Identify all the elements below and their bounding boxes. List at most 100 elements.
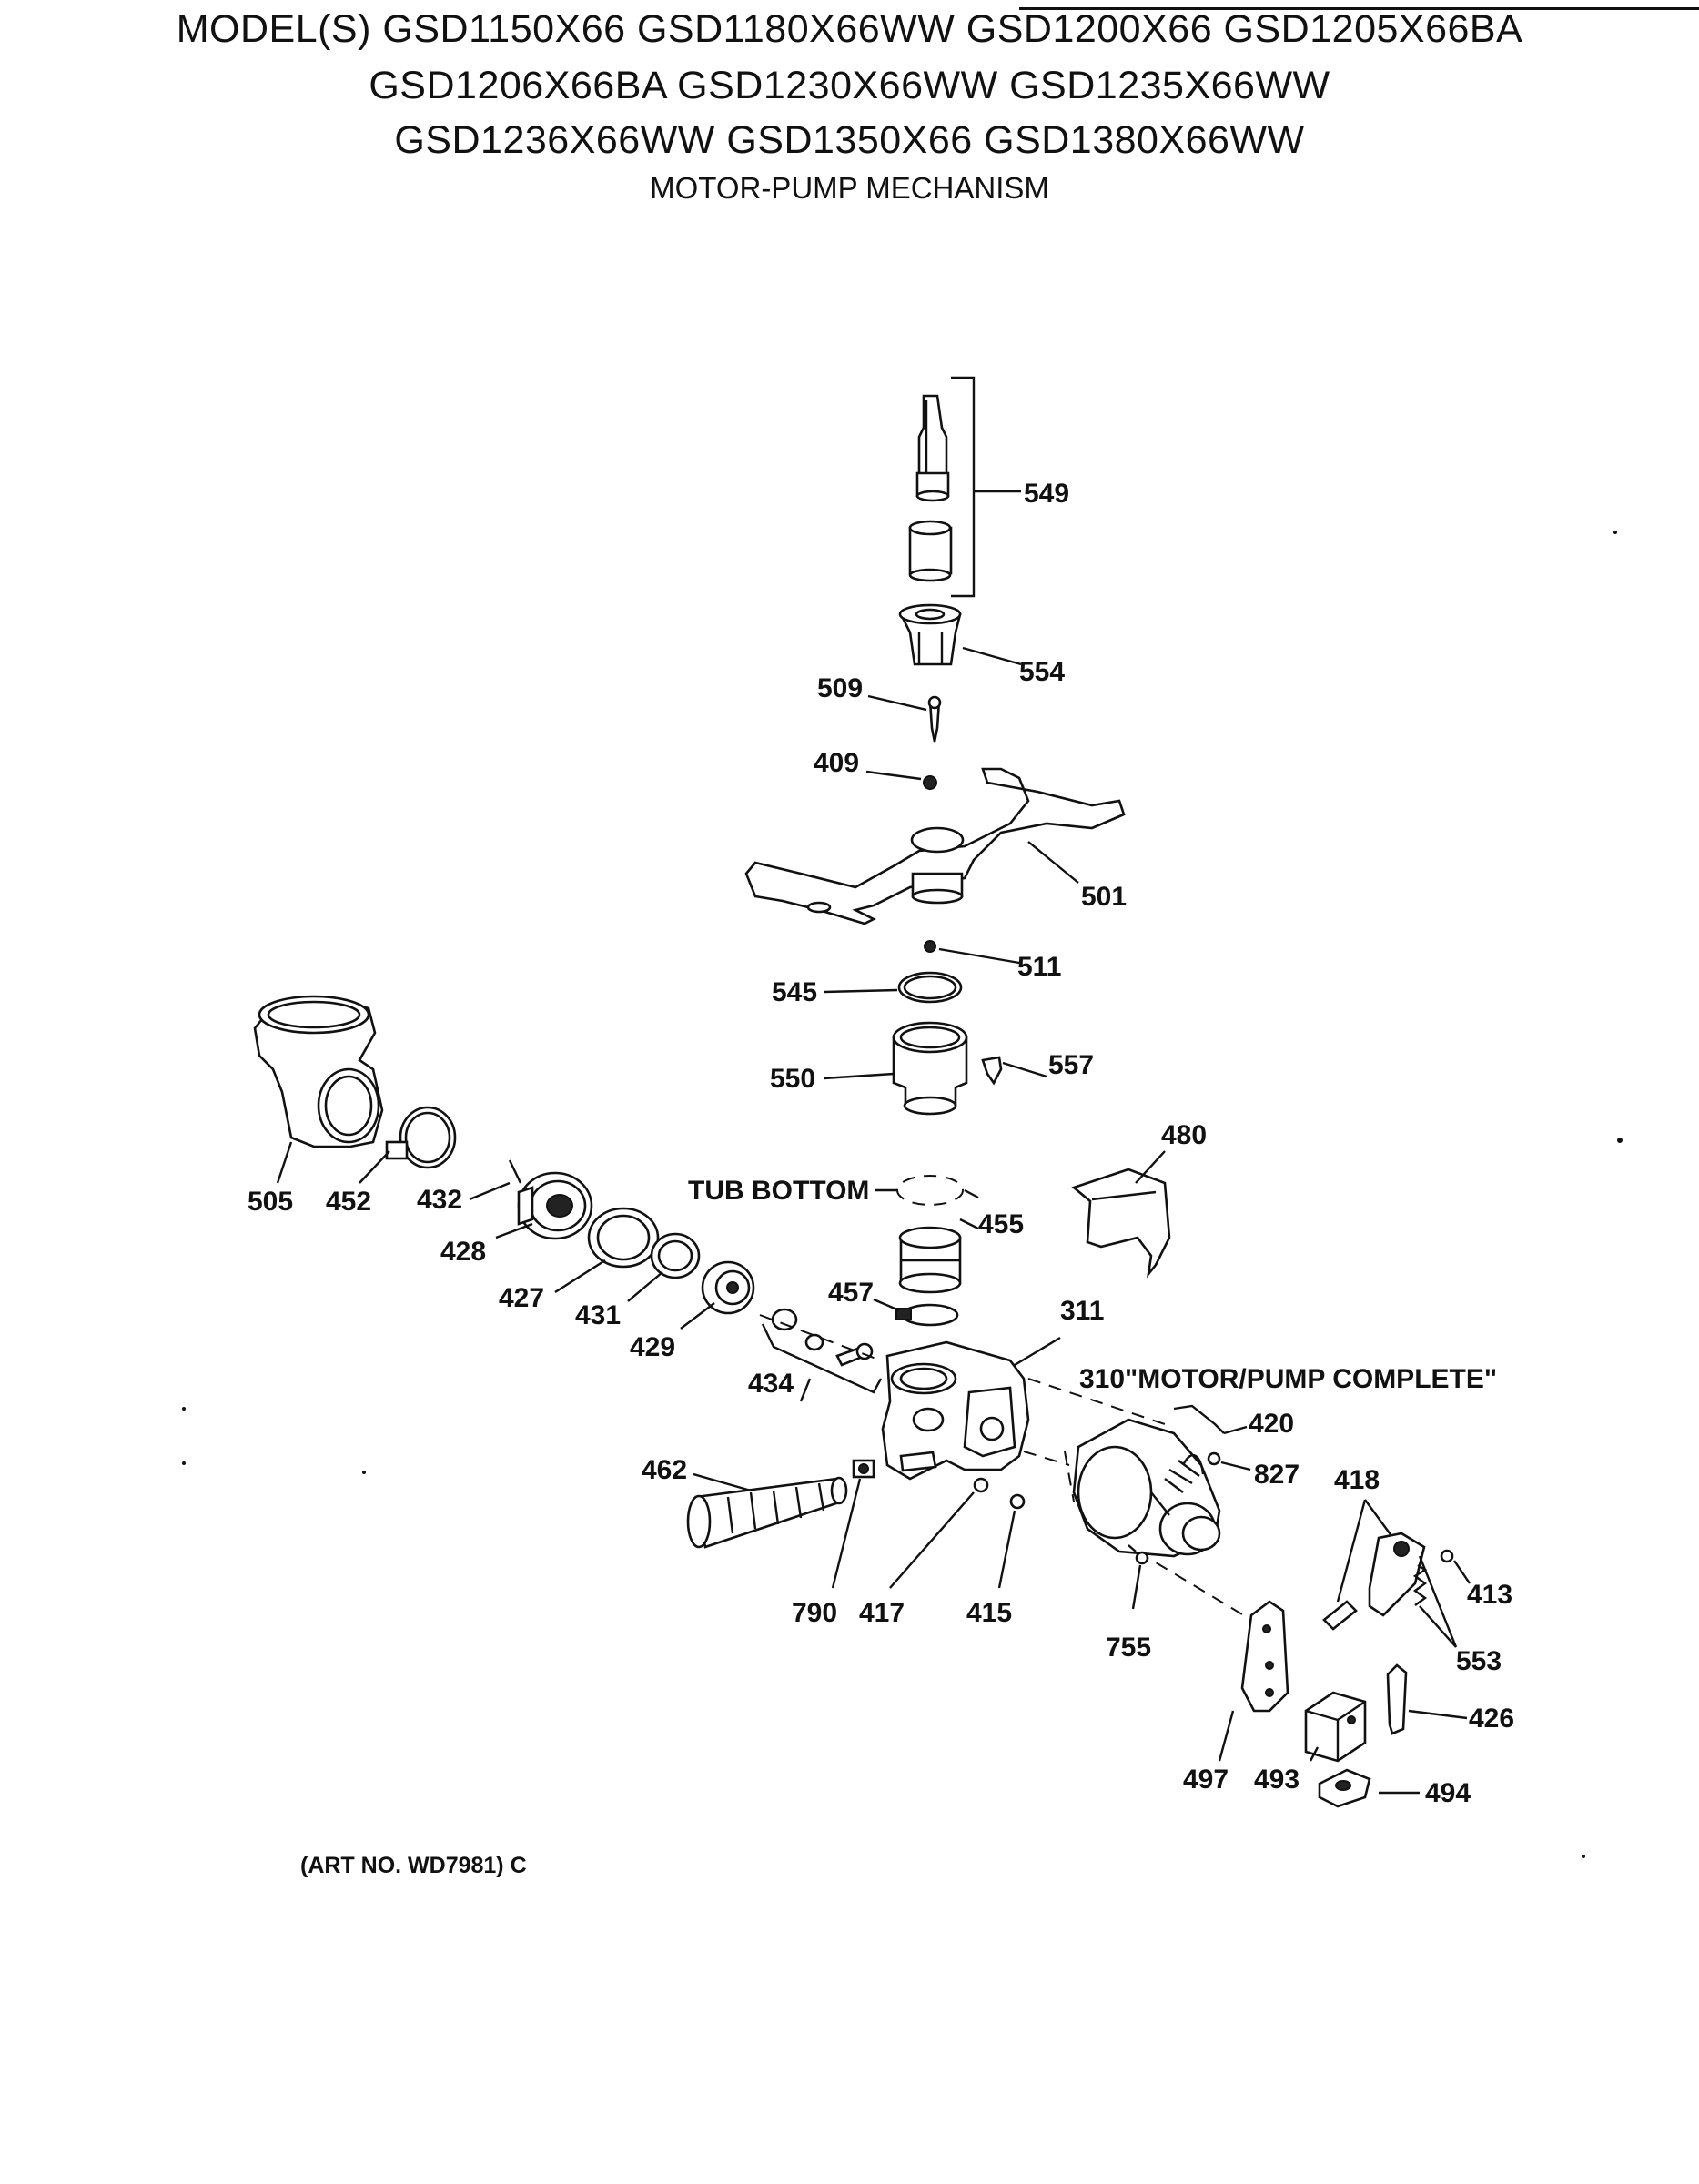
part-311-pump-housing	[881, 1340, 1030, 1481]
label-545: 545	[772, 977, 817, 1007]
assembly-line-2	[1023, 1451, 1070, 1466]
leader-457	[873, 1298, 900, 1312]
scan-speck	[362, 1471, 366, 1474]
part-493-switch-box	[1304, 1691, 1367, 1763]
part-413-screw	[1440, 1549, 1454, 1563]
label-429: 429	[630, 1332, 675, 1362]
leader-545	[824, 988, 898, 994]
part-509-screw	[927, 695, 942, 743]
label-417: 417	[859, 1598, 905, 1628]
part-426-bracket	[1386, 1663, 1408, 1735]
part-549-sleeve	[908, 520, 953, 582]
part-550-housing	[892, 1021, 968, 1116]
label-432: 432	[417, 1185, 462, 1215]
part-554-nut	[898, 603, 962, 666]
leader-511	[938, 947, 1020, 965]
label-550: 550	[770, 1064, 815, 1094]
leader-554	[962, 646, 1022, 666]
leader-429	[680, 1302, 715, 1330]
label-426: 426	[1469, 1704, 1514, 1734]
model-list-line-3: GSD1236X66WW GSD1350X66 GSD1380X66WW	[394, 118, 1305, 162]
label-505: 505	[248, 1187, 293, 1217]
part-409-nut	[923, 775, 937, 790]
label-549: 549	[1024, 479, 1069, 509]
leader-434	[799, 1378, 812, 1402]
label-434: 434	[748, 1369, 794, 1399]
assembly-line-1	[1027, 1378, 1166, 1425]
part-511-washer	[924, 940, 936, 953]
leader-418-a	[1336, 1499, 1367, 1603]
leader-790	[831, 1478, 862, 1589]
label-755: 755	[1106, 1633, 1151, 1663]
label-311: 311	[1060, 1296, 1104, 1326]
label-420: 420	[1249, 1409, 1294, 1439]
leader-415	[997, 1510, 1016, 1589]
leader-452	[359, 1150, 390, 1184]
label-509: 509	[817, 673, 863, 703]
label-428: 428	[440, 1237, 486, 1267]
leader-417	[889, 1491, 975, 1589]
label-tub-bottom: TUB BOTTOM	[688, 1176, 869, 1206]
header-rule	[1019, 7, 1699, 10]
assembly-line-4	[1064, 1451, 1075, 1502]
label-480: 480	[1161, 1120, 1207, 1150]
part-431-seal	[650, 1232, 701, 1279]
leader-428	[495, 1222, 533, 1239]
part-429-cover	[701, 1260, 755, 1315]
model-list-line-2: GSD1206X66BA GSD1230X66WW GSD1235X66WW	[369, 64, 1330, 107]
scan-speck	[1582, 1855, 1585, 1858]
leader-493	[1309, 1746, 1320, 1762]
part-462-drain-hose	[686, 1476, 848, 1549]
label-553: 553	[1456, 1646, 1502, 1676]
part-455-sleeve	[898, 1226, 962, 1294]
part-417-washer	[973, 1477, 989, 1493]
label-418: 418	[1334, 1465, 1380, 1495]
label-457: 457	[828, 1278, 874, 1308]
label-409: 409	[814, 748, 859, 778]
part-427-gasket	[587, 1207, 660, 1269]
tub-bottom-tick	[964, 1188, 979, 1199]
leader-413	[1453, 1560, 1471, 1584]
part-501-spray-arm	[744, 767, 1126, 925]
leader-497	[1218, 1710, 1235, 1762]
model-list-line-1: MODEL(S) GSD1150X66 GSD1180X66WW GSD1200…	[176, 7, 1523, 51]
bracket-434	[761, 1323, 883, 1394]
part-557-clip	[981, 1056, 1003, 1086]
label-501: 501	[1081, 882, 1127, 912]
label-452: 452	[326, 1187, 371, 1217]
part-420-wire	[1173, 1404, 1225, 1434]
leader-553-b	[1418, 1555, 1458, 1648]
label-494: 494	[1425, 1778, 1471, 1808]
scan-speck	[1617, 1138, 1623, 1143]
leader-420	[1223, 1425, 1248, 1435]
label-455: 455	[978, 1209, 1024, 1239]
part-418-switch-arm	[1322, 1532, 1426, 1631]
scan-speck	[182, 1461, 186, 1465]
label-511: 511	[1017, 952, 1061, 982]
leader-553-a	[1419, 1605, 1457, 1648]
label-413: 413	[1467, 1580, 1512, 1610]
leader-311	[1014, 1336, 1061, 1367]
leader-409	[865, 770, 922, 781]
art-number: (ART NO. WD7981) C	[300, 1853, 527, 1878]
label-462: 462	[642, 1455, 687, 1485]
part-549-spray-tube	[915, 394, 950, 502]
label-827: 827	[1254, 1460, 1300, 1490]
leader-432	[469, 1181, 511, 1201]
leader-755	[1131, 1564, 1142, 1610]
leader-427	[554, 1259, 606, 1294]
bracket-549	[951, 376, 976, 598]
part-827-screw	[1207, 1451, 1221, 1466]
label-427: 427	[499, 1283, 544, 1313]
scan-speck	[182, 1407, 186, 1410]
tub-bottom-outline	[896, 1175, 964, 1206]
part-494-cover	[1318, 1768, 1371, 1808]
leader-557	[1002, 1061, 1047, 1078]
leader-827	[1220, 1461, 1251, 1471]
label-493: 493	[1254, 1764, 1300, 1795]
label-415: 415	[966, 1598, 1012, 1628]
label-310-motor-pump-complete: 310"MOTOR/PUMP COMPLETE"	[1079, 1364, 1497, 1394]
diagram-subtitle: MOTOR-PUMP MECHANISM	[650, 171, 1049, 205]
